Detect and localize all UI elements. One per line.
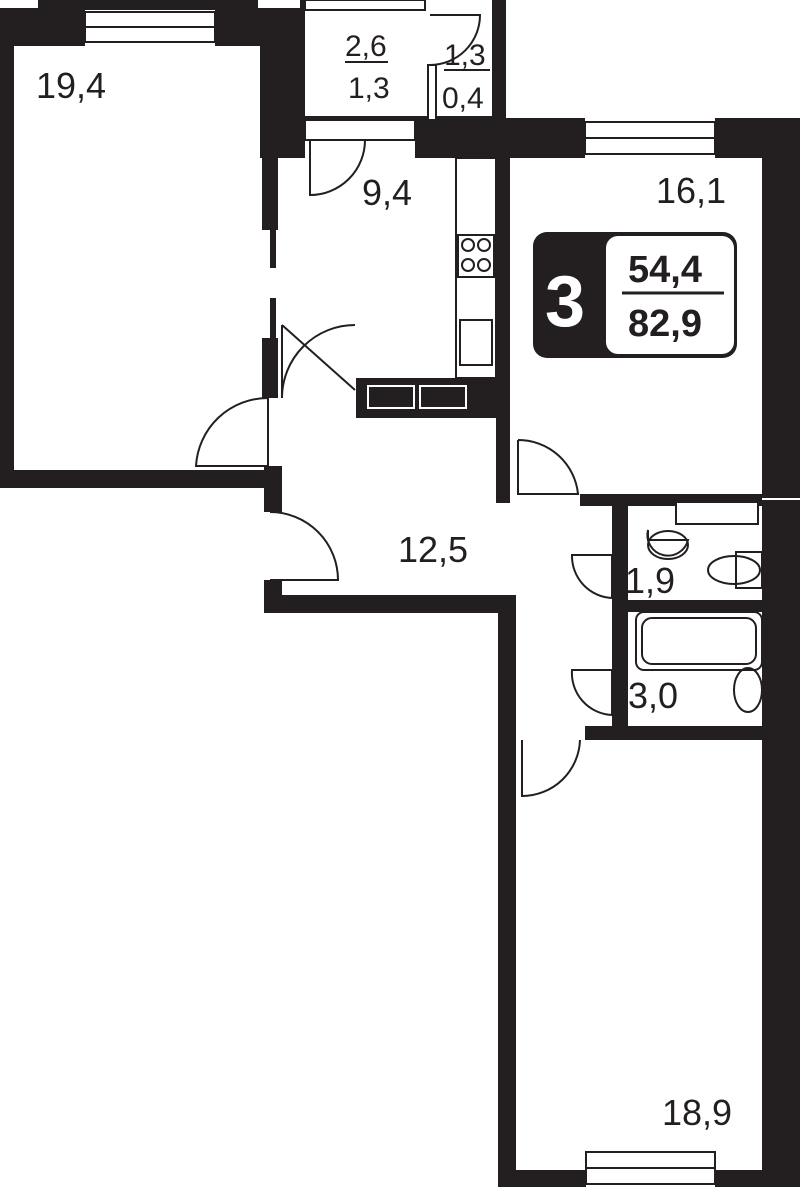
- total-area: 82,9: [628, 303, 702, 345]
- bathroom-fixtures: [635, 501, 763, 713]
- loggia-area-reduced: 1,3: [348, 72, 390, 105]
- kitchen-fixtures: [367, 157, 497, 409]
- windows: [84, 0, 716, 1185]
- balcony-area-reduced: 0,4: [442, 82, 484, 115]
- bathroom-area: 3,0: [628, 675, 678, 716]
- wc-area: 1,9: [625, 560, 675, 601]
- room-area-right-top: 16,1: [656, 170, 726, 211]
- hall-area: 12,5: [398, 529, 468, 570]
- loggia-area: 2,6: [345, 30, 387, 63]
- balcony-area: 1,3: [444, 39, 486, 72]
- kitchen-area: 9,4: [362, 172, 412, 213]
- apartment-badge: 3 54,4 82,9: [533, 232, 737, 358]
- doors: [194, 14, 613, 798]
- room-area-right-bottom: 18,9: [662, 1092, 732, 1133]
- room-area-left: 19,4: [36, 65, 106, 106]
- room-area-labels: 19,4 2,6 1,3 1,3 0,4 9,4 16,1 12,5 1,9 3…: [36, 30, 732, 1133]
- living-area: 54,4: [628, 249, 702, 291]
- rooms-count: 3: [545, 262, 585, 342]
